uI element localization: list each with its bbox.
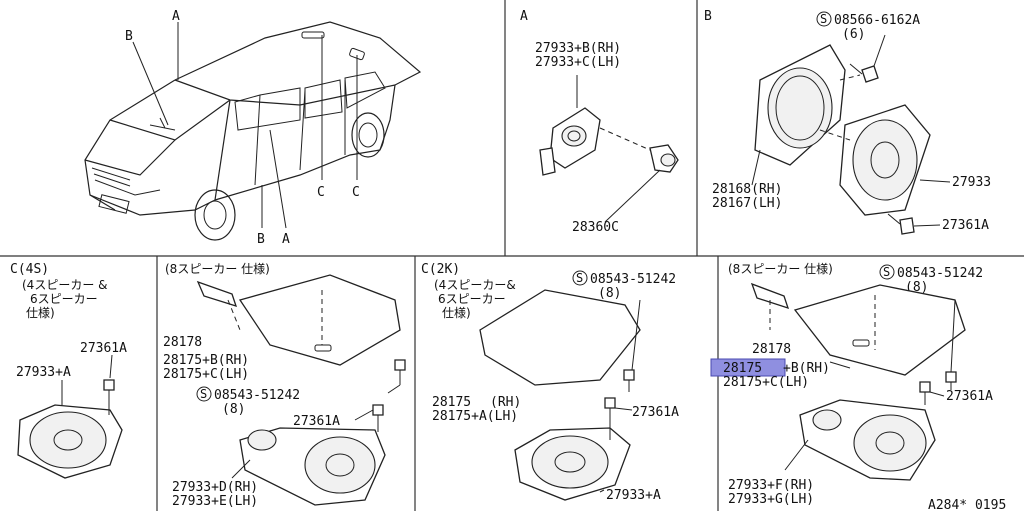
panel-c3-screw-number: 08543-51242 xyxy=(590,272,676,287)
svg-text:S: S xyxy=(883,265,890,279)
panel-c4: (8スピーカー 仕様) S 08543-51242 (8) 28178 2817… xyxy=(710,262,993,507)
circled-s-icon xyxy=(572,270,588,286)
circled-s-icon xyxy=(196,386,212,402)
car-panel: B A C C B A xyxy=(84,9,422,247)
panel-c2-screw-qty: (8) xyxy=(222,402,245,417)
screw-c1-part xyxy=(103,379,115,415)
panel-c3-speaker: 27933+A xyxy=(606,488,661,503)
screw-b-part xyxy=(849,63,915,235)
panel-c1-title: C(4S) xyxy=(10,262,49,277)
clip-part xyxy=(649,144,679,173)
panel-c1-note-2: 6スピーカー xyxy=(30,292,98,306)
panel-b-screw-callout: S 08566-6162A (6) xyxy=(816,11,920,42)
panel-b-bracket-lh: 28167(LH) xyxy=(712,196,782,211)
panel-c1-screw: 27361A xyxy=(80,341,127,356)
panel-c3-note-2: 6スピーカー xyxy=(438,292,506,306)
footer-reference: A284* 0195 xyxy=(928,498,1006,511)
panel-c2-title: (8スピーカー 仕様) xyxy=(165,262,270,276)
panel-c2: (8スピーカー 仕様) 28178 28175+B(RH) 28175+C(LH… xyxy=(163,262,406,509)
grille-c3-part xyxy=(479,289,641,386)
panel-b-screw-qty: (6) xyxy=(842,27,865,42)
panel-c2-grille-rh: 28175+B(RH) xyxy=(163,353,249,368)
svg-text:S: S xyxy=(576,271,583,285)
panel-c2-screw: 27361A xyxy=(293,414,340,429)
grille-c2-part xyxy=(196,274,401,366)
grille-c4-part xyxy=(750,282,966,376)
panel-b-bracket-rh: 28168(RH) xyxy=(712,182,782,197)
panel-c3-screw: 27361A xyxy=(632,405,679,420)
panel-c3-grille-lh: 28175+A(LH) xyxy=(432,409,518,424)
panel-c3: C(2K) (4スピーカー& 6スピーカー 仕様) S 08543-51242 … xyxy=(421,262,679,503)
circled-s-icon xyxy=(816,11,832,27)
svg-text:S: S xyxy=(820,12,827,26)
panel-a-title: A xyxy=(520,9,528,24)
panel-a: A 27933+B(RH) 27933+C(LH) 28360C xyxy=(520,9,679,235)
speaker-c4-part xyxy=(799,399,936,481)
panel-c2-grille-lh: 28175+C(LH) xyxy=(163,367,249,382)
panel-c4-title: (8スピーカー 仕様) xyxy=(728,262,833,276)
tweeter-part xyxy=(539,107,601,176)
panel-c1-speaker: 27933+A xyxy=(16,365,71,380)
panel-c3-screw-callout: S 08543-51242 (8) xyxy=(572,270,676,301)
circled-s-icon xyxy=(879,264,895,280)
panel-c4-screw-callout: S 08543-51242 (8) xyxy=(879,264,983,295)
panel-a-clip-label: 28360C xyxy=(572,220,619,235)
panel-c1-note-1: (4スピーカー & xyxy=(22,278,108,292)
panel-c1: C(4S) (4スピーカー & 6スピーカー 仕様) 27361A 27933+… xyxy=(10,262,127,479)
callout-b-bottom: B xyxy=(257,232,265,247)
speaker-c2-part xyxy=(239,427,386,506)
callout-c-left: C xyxy=(317,185,325,200)
panel-b-screw2: 27361A xyxy=(942,218,989,233)
panel-b-speaker: 27933 xyxy=(952,175,991,190)
callout-c-right: C xyxy=(352,185,360,200)
car-callouts: B A C C B A xyxy=(125,9,360,247)
panel-c3-note-3: 仕様) xyxy=(442,306,471,320)
screw-c2-part xyxy=(372,359,406,432)
panel-c4-grille-lh: 28175+C(LH) xyxy=(723,375,809,390)
panel-b: B S 08566-6162A (6) 28168(RH) 28167(LH) … xyxy=(704,9,991,235)
panel-c2-spk-rh: 27933+D(RH) xyxy=(172,480,258,495)
svg-text:S: S xyxy=(200,387,207,401)
panel-c3-screw-qty: (8) xyxy=(598,286,621,301)
panel-a-rh-label: 27933+B(RH) xyxy=(535,41,621,56)
panel-b-screw-number: 08566-6162A xyxy=(834,13,920,28)
callout-a-bottom: A xyxy=(282,232,290,247)
panel-c3-grille-rh: (RH) xyxy=(490,395,521,410)
highlight-box xyxy=(710,358,786,377)
speaker-c3-part xyxy=(514,427,631,501)
panel-c3-title: C(2K) xyxy=(421,262,460,277)
speaker-bracket-part xyxy=(754,44,846,166)
panel-c4-spk-rh: 27933+F(RH) xyxy=(728,478,814,493)
panel-c4-highlight-part: 28175 xyxy=(723,361,762,376)
speaker-c1-part xyxy=(17,404,123,479)
panel-c3-grille: 28175 xyxy=(432,395,471,410)
panel-b-title: B xyxy=(704,9,712,24)
panel-c4-spk-lh: 27933+G(LH) xyxy=(728,492,814,507)
panel-c2-grille-part: 28178 xyxy=(163,335,202,350)
panel-c2-screw-number: 08543-51242 xyxy=(214,388,300,403)
panel-c4-screw: 27361A xyxy=(946,389,993,404)
panel-c2-screw-callout: S 08543-51242 (8) xyxy=(196,386,300,417)
panel-c4-grille-part: 28178 xyxy=(752,342,791,357)
panel-c1-note-3: 仕様) xyxy=(26,306,55,320)
panel-c4-screw-number: 08543-51242 xyxy=(897,266,983,281)
car-illustration xyxy=(84,21,422,241)
panel-a-lh-label: 27933+C(LH) xyxy=(535,55,621,70)
callout-a-top: A xyxy=(172,9,180,24)
panel-c4-grille-rh: +B(RH) xyxy=(783,361,830,376)
panel-c2-spk-lh: 27933+E(LH) xyxy=(172,494,258,509)
callout-b-top: B xyxy=(125,29,133,44)
panel-c3-note-1: (4スピーカー& xyxy=(434,278,516,292)
speaker-b-part xyxy=(839,104,931,216)
